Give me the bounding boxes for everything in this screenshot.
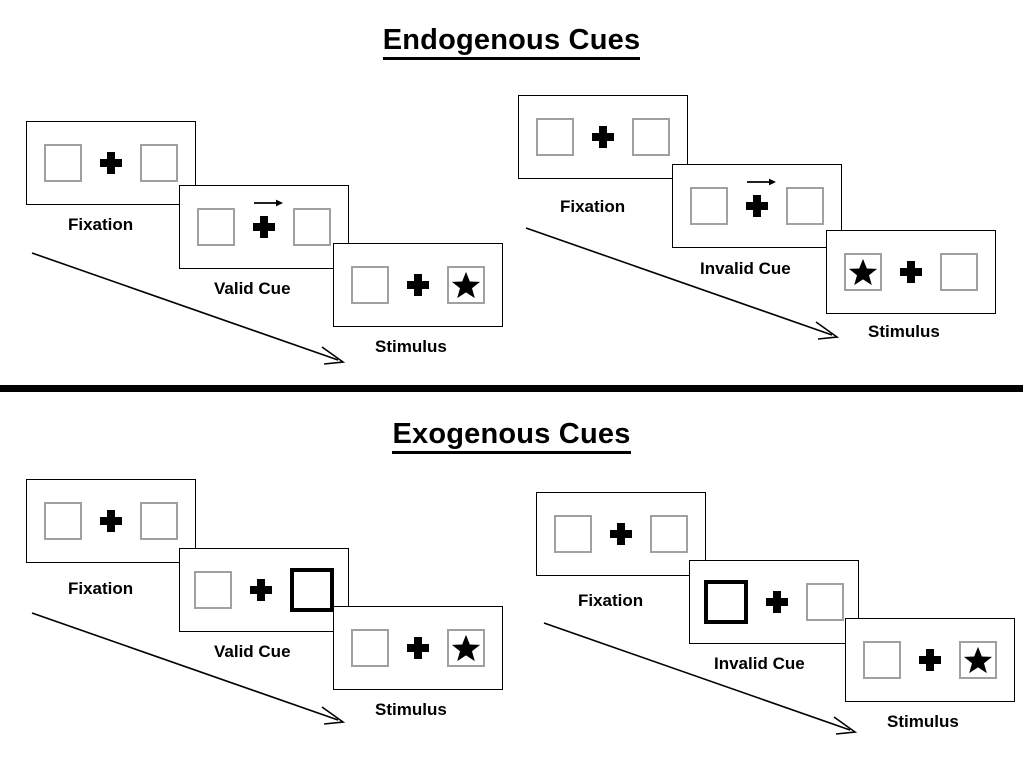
stimulus-box-right — [293, 208, 331, 246]
stimulus-box-right-target — [447, 629, 485, 667]
panel-label-fixation: Fixation — [578, 591, 644, 610]
fixation-cross-icon — [900, 261, 922, 283]
panel-label-invalid-cue: Invalid Cue — [714, 654, 805, 673]
stimulus-box-left — [197, 208, 235, 246]
fixation-cue-area — [100, 510, 122, 532]
panel-endogenous-valid-fixation — [26, 121, 196, 205]
panel-endogenous-invalid-stimulus — [826, 230, 996, 314]
stimulus-box-left — [863, 641, 901, 679]
stimulus-box-left — [536, 118, 574, 156]
stimulus-box-left — [44, 144, 82, 182]
fixation-cue-area — [407, 637, 429, 659]
fixation-cross-icon — [407, 637, 429, 659]
stimulus-box-right — [140, 502, 178, 540]
fixation-cross-icon — [250, 579, 272, 601]
star-icon — [848, 258, 878, 286]
panel-label-stimulus: Stimulus — [375, 700, 447, 719]
stimulus-box-left — [44, 502, 82, 540]
fixation-cue-area — [250, 579, 272, 601]
fixation-cross-icon — [100, 152, 122, 174]
fixation-cue-area — [100, 152, 122, 174]
arrow-right-cue-icon — [254, 199, 283, 207]
stimulus-box-right-cued — [290, 568, 334, 612]
stimulus-box-right — [786, 187, 824, 225]
panel-label-valid-cue: Valid Cue — [214, 642, 291, 661]
cue-area — [253, 199, 283, 238]
panel-endogenous-invalid-fixation — [518, 95, 688, 179]
star-icon — [451, 634, 481, 662]
fixation-cross-icon — [766, 591, 788, 613]
section-divider — [0, 385, 1023, 392]
panel-endogenous-invalid-cue — [672, 164, 842, 248]
stimulus-box-left-target — [844, 253, 882, 291]
panel-label-fixation: Fixation — [68, 215, 134, 234]
stimulus-box-right — [632, 118, 670, 156]
fixation-cross-icon — [592, 126, 614, 148]
section-title-endogenous: Endogenous Cues — [0, 24, 1023, 60]
stimulus-box-right — [140, 144, 178, 182]
stimulus-box-right-target — [959, 641, 997, 679]
panel-label-stimulus: Stimulus — [868, 322, 940, 341]
panel-exogenous-valid-cue — [179, 548, 349, 632]
section-title-endogenous-text: Endogenous Cues — [382, 24, 641, 60]
fixation-cue-area — [766, 591, 788, 613]
panel-endogenous-valid-stimulus — [333, 243, 503, 327]
fixation-cross-icon — [746, 195, 768, 217]
section-title-exogenous-text: Exogenous Cues — [392, 418, 631, 454]
fixation-cue-area — [919, 649, 941, 671]
fixation-cue-area — [592, 126, 614, 148]
stimulus-box-left — [351, 266, 389, 304]
panel-endogenous-valid-cue — [179, 185, 349, 269]
panel-label-stimulus: Stimulus — [887, 712, 959, 731]
fixation-cross-icon — [100, 510, 122, 532]
panel-exogenous-invalid-cue — [689, 560, 859, 644]
arrow-right-cue-icon — [747, 178, 776, 186]
stimulus-box-left — [194, 571, 232, 609]
star-icon — [451, 271, 481, 299]
stimulus-box-right-target — [447, 266, 485, 304]
panel-exogenous-valid-stimulus — [333, 606, 503, 690]
fixation-cue-area — [610, 523, 632, 545]
panel-label-fixation: Fixation — [560, 197, 626, 216]
star-icon — [963, 646, 993, 674]
stimulus-box-left — [690, 187, 728, 225]
fixation-cross-icon — [407, 274, 429, 296]
fixation-cross-icon — [610, 523, 632, 545]
panel-exogenous-valid-fixation — [26, 479, 196, 563]
section-title-exogenous: Exogenous Cues — [0, 418, 1023, 454]
panel-label-fixation: Fixation — [68, 579, 134, 598]
panel-exogenous-invalid-stimulus — [845, 618, 1015, 702]
panel-label-invalid-cue: Invalid Cue — [700, 259, 791, 278]
fixation-cue-area — [900, 261, 922, 283]
panel-exogenous-invalid-fixation — [536, 492, 706, 576]
stimulus-box-right — [650, 515, 688, 553]
fixation-cross-icon — [919, 649, 941, 671]
fixation-cross-icon — [253, 216, 275, 238]
fixation-cue-area — [407, 274, 429, 296]
stimulus-box-left-cued — [704, 580, 748, 624]
stimulus-box-right — [940, 253, 978, 291]
stimulus-box-left — [554, 515, 592, 553]
panel-label-valid-cue: Valid Cue — [214, 279, 291, 298]
stimulus-box-right — [806, 583, 844, 621]
cue-area — [746, 178, 776, 217]
panel-label-stimulus: Stimulus — [375, 337, 447, 356]
stimulus-box-left — [351, 629, 389, 667]
